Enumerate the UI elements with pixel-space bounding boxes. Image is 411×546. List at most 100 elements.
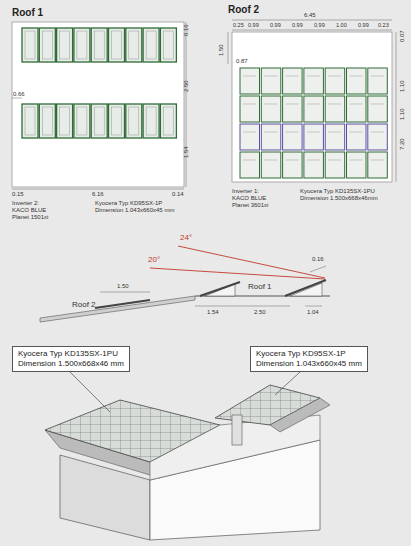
pv-panel bbox=[146, 107, 156, 135]
dimension-label: 0.16 bbox=[183, 24, 190, 36]
pv-panel bbox=[60, 107, 70, 135]
pv-panel bbox=[57, 104, 73, 138]
drawing-part bbox=[232, 30, 392, 31]
dimension-label: 0.66 bbox=[13, 91, 25, 98]
drawing-part bbox=[70, 372, 300, 412]
pv-panel bbox=[91, 28, 107, 62]
pv-panel bbox=[243, 160, 256, 161]
pv-panel bbox=[160, 104, 176, 138]
drawing-part bbox=[275, 372, 300, 395]
callout-text: Kyocera Typ KD135SX-1PU bbox=[18, 349, 124, 359]
callout-text: Kyocera Typ KD95SX-1P bbox=[256, 349, 362, 359]
pv-panel bbox=[371, 160, 384, 161]
dimension-label: 1.54 bbox=[183, 146, 190, 158]
dimension-label: Inverter 2: KACO BLUE Planet 1501xi bbox=[12, 200, 54, 221]
dimension-label: 0.25 bbox=[233, 22, 244, 28]
pv-panel bbox=[307, 160, 320, 161]
pv-panel bbox=[371, 76, 384, 77]
pv-panel bbox=[39, 28, 55, 62]
pv-panel bbox=[286, 104, 299, 105]
heading-label: 24° bbox=[180, 233, 192, 242]
drawing-part bbox=[12, 189, 184, 190]
pv-panel bbox=[129, 107, 139, 135]
drawing-part bbox=[40, 296, 195, 322]
pv-panel bbox=[286, 76, 299, 77]
dimension-label: 6.45 bbox=[304, 12, 316, 19]
pv-panel bbox=[286, 132, 299, 133]
pv-panel bbox=[112, 31, 122, 59]
pv-panel bbox=[109, 28, 125, 62]
pv-panel bbox=[328, 160, 341, 161]
drawing-part bbox=[290, 283, 322, 296]
pv-panel bbox=[112, 107, 122, 135]
pv-panel bbox=[77, 31, 87, 59]
drawing-part bbox=[150, 415, 320, 480]
pv-panel bbox=[74, 28, 90, 62]
heading-label: Roof 1 bbox=[248, 282, 272, 291]
dimension-label: 6.16 bbox=[92, 191, 104, 198]
drawing-part bbox=[186, 22, 187, 187]
pv-panel bbox=[126, 28, 142, 62]
pv-panel bbox=[304, 124, 324, 150]
dimension-label: 1.50 bbox=[117, 283, 129, 290]
pv-panel bbox=[77, 107, 87, 135]
pv-panel bbox=[264, 160, 277, 161]
drawing-part bbox=[12, 22, 184, 187]
pv-panel bbox=[126, 104, 142, 138]
drawing-part bbox=[70, 372, 110, 412]
drawing-part bbox=[12, 98, 22, 99]
pv-panel bbox=[283, 152, 303, 178]
drawing-part bbox=[310, 266, 326, 272]
pv-panel bbox=[283, 96, 303, 122]
pv-panel bbox=[368, 68, 388, 94]
drawing-part bbox=[240, 68, 387, 178]
pv-panel bbox=[25, 107, 35, 135]
pv-panel bbox=[371, 104, 384, 105]
pv-panel bbox=[350, 76, 363, 77]
drawing-part bbox=[232, 32, 392, 182]
dimension-label: 0.07 bbox=[399, 30, 406, 42]
dimension-label: 1.10 bbox=[399, 108, 406, 120]
dimension-label: 0.99 bbox=[314, 22, 325, 28]
pv-panel bbox=[94, 107, 104, 135]
callout-box: Kyocera Typ KD95SX-1PDimension 1.043x660… bbox=[250, 346, 368, 372]
dimension-label: 1.50 bbox=[218, 44, 225, 56]
pv-panel bbox=[143, 104, 159, 138]
callout-text: Dimension 1.043x660x45 mm bbox=[256, 359, 362, 369]
pv-panel bbox=[261, 68, 281, 94]
drawing-part bbox=[228, 32, 229, 64]
pv-panel bbox=[264, 132, 277, 133]
pv-panel bbox=[347, 124, 367, 150]
dimension-label: 1.04 bbox=[307, 309, 319, 316]
pv-panel bbox=[91, 104, 107, 138]
dimension-label: Inverter 1: KACO BLUE Planet 3601xi bbox=[232, 188, 274, 209]
pv-panel bbox=[286, 160, 299, 161]
pv-panel bbox=[350, 160, 363, 161]
pv-panel bbox=[42, 31, 52, 59]
drawing-part bbox=[235, 306, 290, 307]
pv-panel bbox=[146, 31, 156, 59]
dimension-label: 1.00 bbox=[336, 22, 347, 28]
pv-panel bbox=[25, 31, 35, 59]
pv-panel bbox=[243, 104, 256, 105]
pv-panel bbox=[240, 68, 260, 94]
pv-panel bbox=[261, 124, 281, 150]
dimension-label: Kyocera Typ KD135SX-1PU Dimension 1.500x… bbox=[300, 188, 385, 202]
pv-panel bbox=[350, 104, 363, 105]
pv-panel bbox=[304, 68, 324, 94]
pv-panel bbox=[283, 68, 303, 94]
pv-panel bbox=[325, 68, 345, 94]
dimension-label: 0.99 bbox=[358, 22, 369, 28]
dimension-label: 7.20 bbox=[399, 138, 406, 150]
pv-panel bbox=[350, 132, 363, 133]
pv-panel bbox=[240, 152, 260, 178]
dimension-label: 0.23 bbox=[378, 22, 389, 28]
pv-panel bbox=[163, 31, 173, 59]
drawing-part bbox=[396, 32, 397, 182]
pv-panel bbox=[22, 28, 38, 62]
pv-panel bbox=[328, 104, 341, 105]
pv-panel bbox=[325, 96, 345, 122]
pv-panel bbox=[42, 107, 52, 135]
pv-panel bbox=[304, 96, 324, 122]
